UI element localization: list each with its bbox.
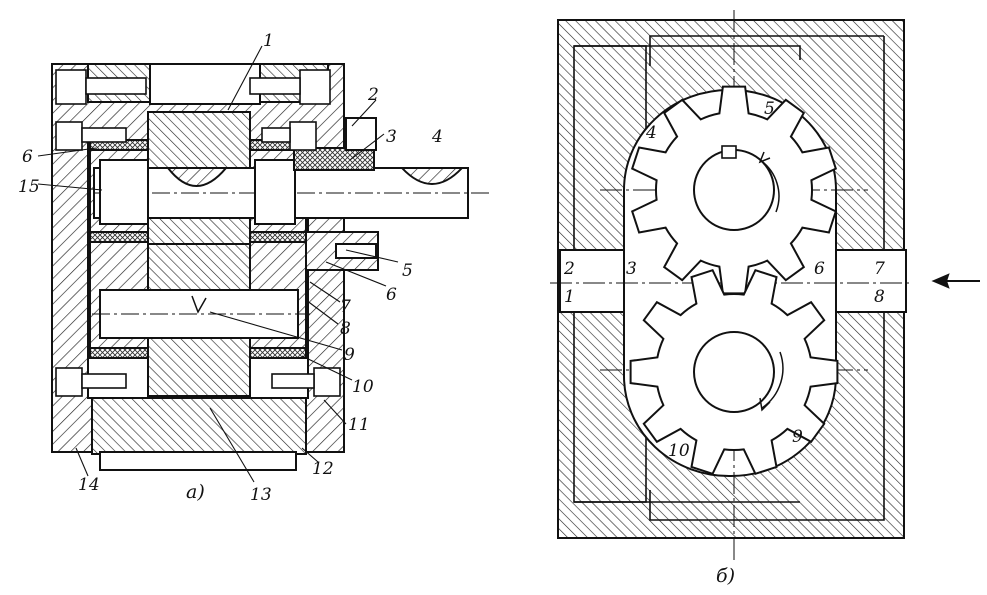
liner-bot-left [89,347,149,359]
label-a-10: 10 [352,377,374,397]
label-b-3: 3 [626,259,637,279]
label-a-15: 15 [18,177,40,197]
label-b-4: 4 [645,123,657,143]
key-right [399,167,465,185]
label-a-7: 7 [340,297,351,317]
label-b-6: 6 [814,259,825,279]
longitudinal-section: 1 2 3 4 5 6 6 7 8 9 10 11 12 13 14 15 а) [18,31,490,505]
label-a-13: 13 [250,485,272,505]
label-b-1: 1 [564,287,575,307]
label-a-6-right: 6 [386,285,397,305]
transverse-section: 1 2 3 4 5 6 7 8 9 10 б) [550,10,980,587]
label-b-9: 9 [792,427,803,447]
bottom-block [91,397,307,455]
base-foot [99,451,297,471]
bolts [55,69,341,397]
label-a-11: 11 [348,415,370,435]
label-b-5: 5 [764,99,775,119]
gland-nut [345,117,377,151]
label-b-8: 8 [874,287,885,307]
key-left [165,167,229,187]
driven-gear-bore [693,331,775,413]
seal-gland [293,147,375,171]
port-right [835,249,907,313]
liner-bot-right [249,347,307,359]
label-a-14: 14 [78,475,100,495]
label-a-5: 5 [402,261,413,281]
label-a-1: 1 [263,31,274,51]
label-a-4: 4 [431,127,443,147]
label-b-2: 2 [563,259,575,279]
liner-mid-right [249,231,307,243]
label-b-10: 10 [668,441,690,461]
relief-channel [574,35,885,521]
label-a-2: 2 [367,85,379,105]
cover-recess [149,63,261,105]
label-a-8: 8 [340,319,351,339]
rotation-arrow-top [759,159,780,213]
label-a-6-left: 6 [22,147,33,167]
leader-lines-a [37,45,399,483]
label-a-9: 9 [344,345,355,365]
liner-mid-left [89,231,149,243]
caption-a: а) [186,481,205,503]
label-a-12: 12 [312,459,334,479]
label-b-7: 7 [874,259,885,279]
label-a-3: 3 [386,127,397,147]
caption-b: б) [716,565,735,587]
key-slot [721,145,737,159]
